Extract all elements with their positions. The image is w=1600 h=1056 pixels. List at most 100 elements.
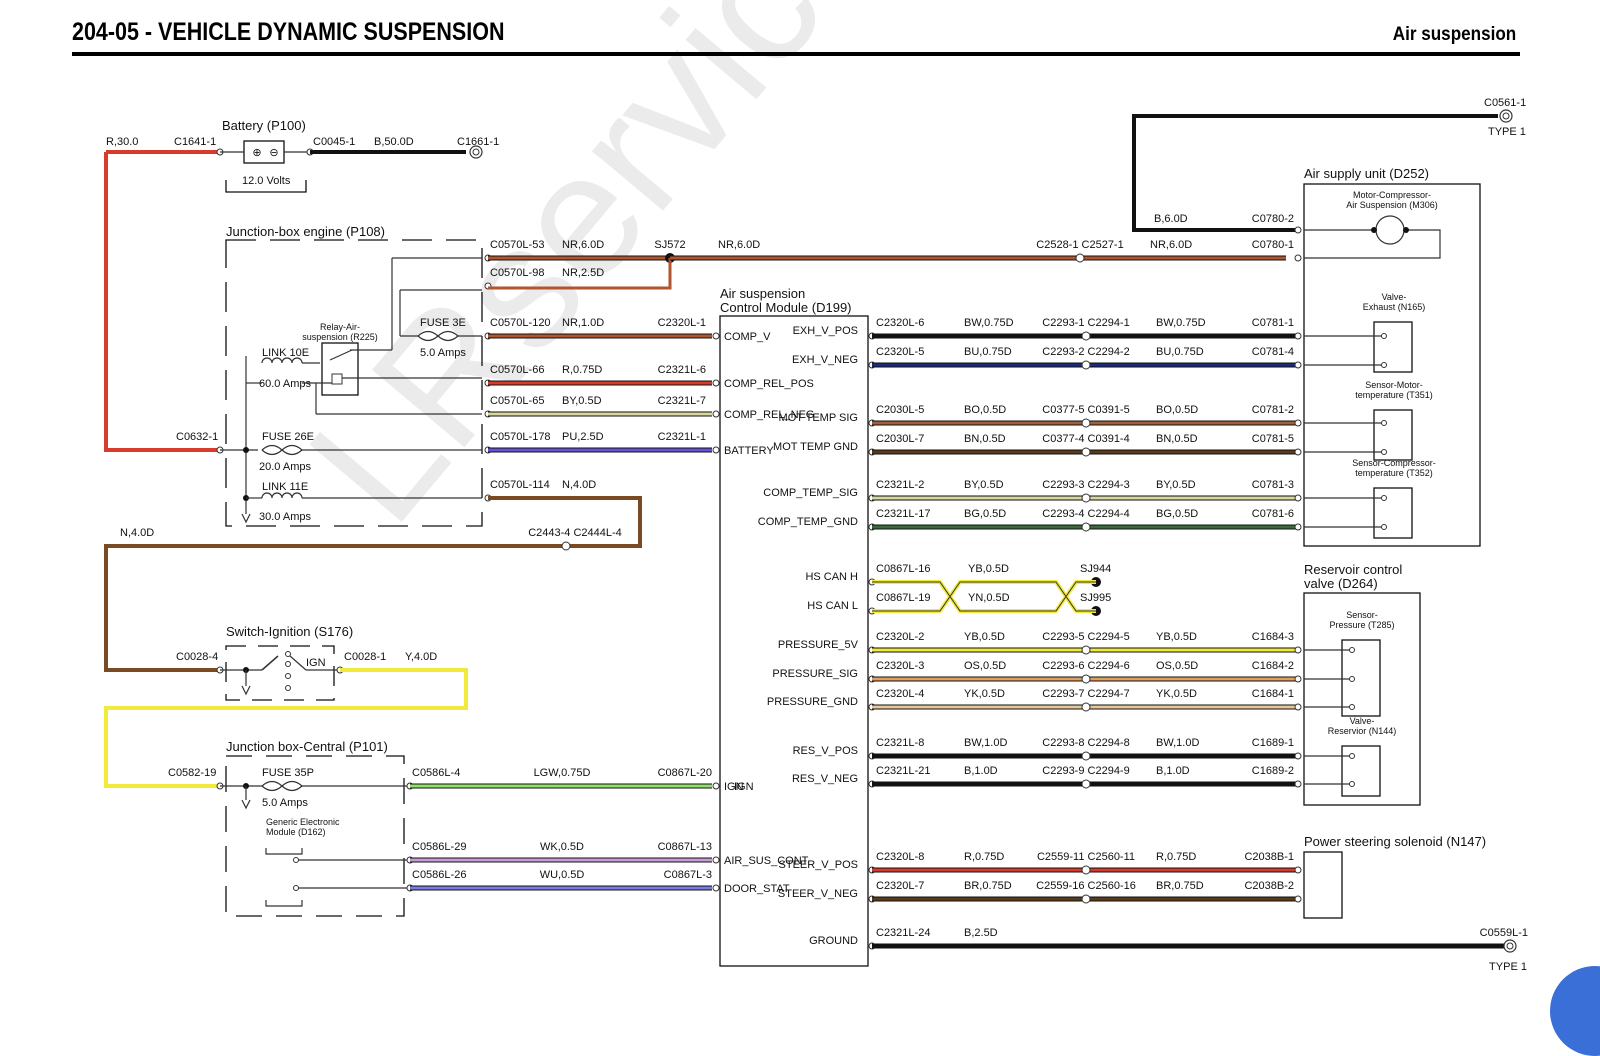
- switch-contact: [285, 651, 291, 657]
- ground-terminal-icon: [469, 145, 483, 159]
- gem-bracket: [265, 900, 303, 907]
- fuse-amps: 30.0 Amps: [259, 511, 311, 523]
- connector-pin: [1294, 226, 1302, 234]
- right-mid-label: C2293-2 C2294-2: [1042, 346, 1129, 358]
- sensor-pressure-pin: [1349, 647, 1355, 653]
- sensor-motor-pin: [1381, 420, 1387, 426]
- module-pin-right: HS CAN L: [807, 600, 858, 612]
- right-connector-label: C2321L-17: [876, 508, 930, 520]
- connector-pin: [1294, 494, 1302, 502]
- inline-connector: [1075, 253, 1085, 263]
- sensor-comp-outline: [1373, 487, 1413, 539]
- steering-title: Power steering solenoid (N147): [1304, 834, 1486, 849]
- right-connector-label: C2320L-7: [876, 880, 924, 892]
- switch-title-bg: [224, 626, 364, 642]
- connector-label: C0045-1: [313, 136, 355, 148]
- switch-blade: [261, 655, 279, 671]
- central-connector-label: C0586L-4: [412, 767, 460, 779]
- right-connector-label: C2320L-6: [876, 317, 924, 329]
- engine-connector-label: C0570L-178: [490, 431, 551, 443]
- module-pin-right: MOT TEMP GND: [773, 441, 858, 453]
- sensor-motor-title: Sensor-Motor-temperature (T351): [1355, 380, 1433, 400]
- connector-pin: [1294, 523, 1302, 531]
- right-connector-label: C2030L-5: [876, 404, 924, 416]
- switch-ign-label: IGN: [306, 657, 326, 669]
- n4-wire: [104, 496, 642, 672]
- connector-pin: [1294, 332, 1302, 340]
- sensor-comp-pin: [1381, 495, 1387, 501]
- connector-pin: [712, 884, 720, 892]
- fuse-3e-b: [417, 330, 459, 342]
- right-connector-label: C0781-6: [1252, 508, 1294, 520]
- fuse-name: FUSE 3E: [420, 317, 466, 329]
- relay-coil: [331, 373, 343, 385]
- module-pin-left: IGN: [734, 781, 754, 793]
- module-pin-right: GROUND: [809, 935, 858, 947]
- engine-wire-label: R,0.75D: [562, 364, 602, 376]
- connector-pin: [1294, 419, 1302, 427]
- inline-connector: [1081, 522, 1091, 532]
- can-h-outline: [872, 581, 1096, 612]
- valve-reservoir-pin: [1349, 753, 1355, 759]
- connector-pin: [712, 332, 720, 340]
- right-connector-label: C2320L-8: [876, 851, 924, 863]
- connector-pin: [712, 782, 720, 790]
- connector-pin: [1294, 752, 1302, 760]
- right-connector-label: C0781-1: [1252, 317, 1294, 329]
- fuse-name: LINK 10E: [262, 347, 309, 359]
- inline-connector: [1081, 674, 1091, 684]
- right-connector-label: C0559L-1: [1480, 927, 1528, 939]
- fuse-amps: 5.0 Amps: [262, 797, 308, 809]
- central-wire-label: LGW,0.75D: [534, 767, 591, 779]
- right-connector-label: C2321L-2: [876, 479, 924, 491]
- switch-arrow: [241, 685, 251, 696]
- valve-exhaust-outline: [1373, 321, 1413, 373]
- wire-label: Y,4.0D: [405, 651, 437, 663]
- air-supply-title: Air supply unit (D252): [1304, 166, 1429, 181]
- motor-icon: [1375, 215, 1405, 245]
- right-wire-label: B,1.0D: [1156, 765, 1190, 777]
- relay-outline: [321, 342, 359, 396]
- right-mid-label: C2293-1 C2294-1: [1042, 317, 1129, 329]
- inline-connector: [1081, 645, 1091, 655]
- fuse-name: FUSE 35P: [262, 767, 314, 779]
- wire-label: B,6.0D: [1154, 213, 1188, 225]
- right-mid-label: C2293-7 C2294-7: [1042, 688, 1129, 700]
- type-label: TYPE 1: [1488, 126, 1526, 138]
- right-wire-label: BN,0.5D: [1156, 433, 1198, 445]
- inline-connector: [1081, 751, 1091, 761]
- valve-reservoir-title: Valve-Reservior (N144): [1328, 716, 1397, 736]
- module-pin-right: COMP_TEMP_GND: [758, 516, 858, 528]
- right-connector-label: C0867L-19: [876, 592, 930, 604]
- module-pin-right: EXH_V_NEG: [792, 354, 858, 366]
- module-pin-right: PRESSURE_GND: [767, 696, 858, 708]
- right-wire-label: BO,0.5D: [964, 404, 1006, 416]
- right-wire-label: BY,0.5D: [1156, 479, 1196, 491]
- battery-voltage: 12.0 Volts: [242, 175, 291, 187]
- engine-connector-label: C2321L-6: [658, 364, 706, 376]
- right-connector-label: C2038B-1: [1244, 851, 1294, 863]
- relay-contact: [329, 349, 353, 361]
- engine-connector-label: C0570L-120: [490, 317, 551, 329]
- inline-connector: [1081, 331, 1091, 341]
- module-pin-right: RES_V_POS: [793, 745, 858, 757]
- nr25-wire: [488, 258, 672, 290]
- right-connector-label: C1684-1: [1252, 688, 1294, 700]
- right-wire-label: BG,0.5D: [964, 508, 1006, 520]
- connector-pin: [1294, 895, 1302, 903]
- connector-pin: [1294, 254, 1302, 262]
- module-pin-right: EXH_V_POS: [793, 325, 858, 337]
- module-title-bg: [716, 286, 866, 314]
- b6-wire: [1132, 114, 1498, 232]
- valve-exhaust-title: Valve-Exhaust (N165): [1363, 292, 1426, 312]
- right-connector-label: C0781-2: [1252, 404, 1294, 416]
- fuse-amps: 20.0 Amps: [259, 461, 311, 473]
- inline-connector: [1081, 702, 1091, 712]
- battery-plus-icon: ⊕: [252, 147, 261, 159]
- right-connector-label: C2320L-3: [876, 660, 924, 672]
- right-wire-label: R,0.75D: [1156, 851, 1196, 863]
- valve-exhaust-pin: [1381, 362, 1387, 368]
